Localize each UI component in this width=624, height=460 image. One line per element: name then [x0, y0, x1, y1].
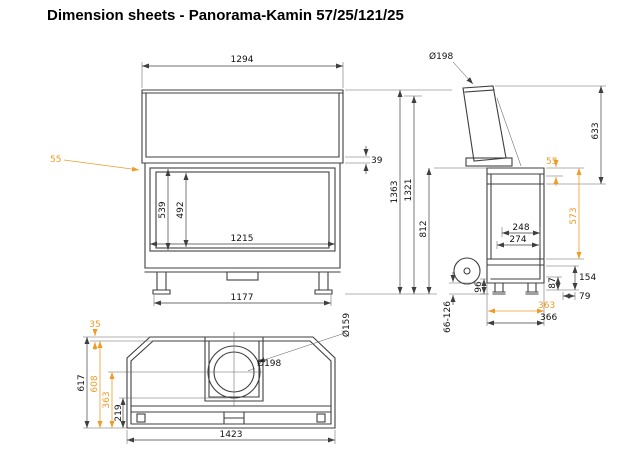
dim-side-glass-height: 573: [569, 207, 579, 224]
top-front-glass-lines: [130, 405, 332, 413]
dim-top-glass-offset: 35: [89, 320, 100, 330]
top-foot-right: [316, 413, 326, 423]
side-air-inlet-hub: [463, 267, 471, 275]
dim-side-rear-depth: 79: [579, 292, 591, 302]
flue-flange: [465, 157, 513, 167]
flue-damper-rod: [496, 97, 522, 167]
top-outline-inner: [130, 340, 332, 425]
dim-height-body: 1321: [404, 179, 414, 202]
dim-side-rear-gap: 87: [548, 277, 558, 288]
label-top-flue-outer-diameter: Ø198: [257, 358, 282, 369]
label-side-flue-diameter: Ø198: [429, 51, 454, 62]
top-outline-outer: [126, 336, 336, 429]
side-body-outline: [486, 167, 545, 284]
dim-height-total: 1363: [390, 181, 400, 204]
label-top-flue-inner-diameter: Ø159: [341, 313, 352, 338]
dim-front-glass-gap: 39: [371, 156, 383, 166]
top-center-box: [223, 411, 245, 425]
page-title: Dimension sheets - Panorama-Kamin 57/25/…: [47, 7, 404, 24]
dim-top-depth-total: 617: [77, 374, 87, 391]
dim-front-opening-height: 492: [176, 201, 186, 218]
dim-side-front-gap: 96: [474, 281, 484, 293]
front-view: 1294 55 39 539 492 1215 1177: [50, 55, 383, 306]
front-body-outline: [141, 89, 344, 273]
dim-front-base-width: 1177: [231, 293, 254, 303]
dim-side-flue-height: 633: [591, 122, 601, 139]
top-flue-centerlines: [206, 332, 262, 406]
dim-top-depth-glass: 608: [90, 375, 100, 392]
dim-height-firebox-top: 812: [419, 220, 429, 237]
dim-front-opening-width: 1215: [231, 234, 254, 244]
side-view: Ø198 633 55 573 248 274 96: [429, 51, 606, 333]
side-air-inlet-circle: [453, 257, 481, 285]
dim-side-base-depth: 363: [538, 301, 555, 311]
dim-side-top-offset: 55: [546, 157, 557, 167]
dim-side-depth-inner: 248: [512, 223, 529, 233]
dim-front-width-top: 1294: [231, 55, 254, 65]
dim-front-side-offset: 55: [50, 155, 61, 165]
dim-side-total-depth: 366: [540, 313, 557, 323]
dim-top-width-total: 1423: [220, 430, 243, 440]
front-ash-lip: [226, 271, 259, 281]
front-glass-frame: [149, 167, 336, 252]
dim-side-rear-height: 154: [579, 273, 596, 283]
flue-pipe: [462, 85, 507, 162]
side-feet: [492, 282, 539, 295]
dim-top-flue-edge-depth: 219: [114, 404, 124, 421]
front-legs: [152, 271, 333, 295]
top-view: 1423 617 608 363 219 35 Ø159 Ø198: [77, 313, 352, 444]
front-opening: [155, 171, 330, 249]
top-foot-left: [136, 413, 146, 423]
dim-front-glass-height: 539: [158, 201, 168, 218]
dim-top-flue-center-depth: 363: [102, 391, 112, 408]
dim-side-feet-range: 66-126: [443, 301, 453, 333]
height-dimensions: 1363 1321 812: [345, 89, 487, 295]
dim-side-depth-outer: 274: [509, 235, 526, 245]
